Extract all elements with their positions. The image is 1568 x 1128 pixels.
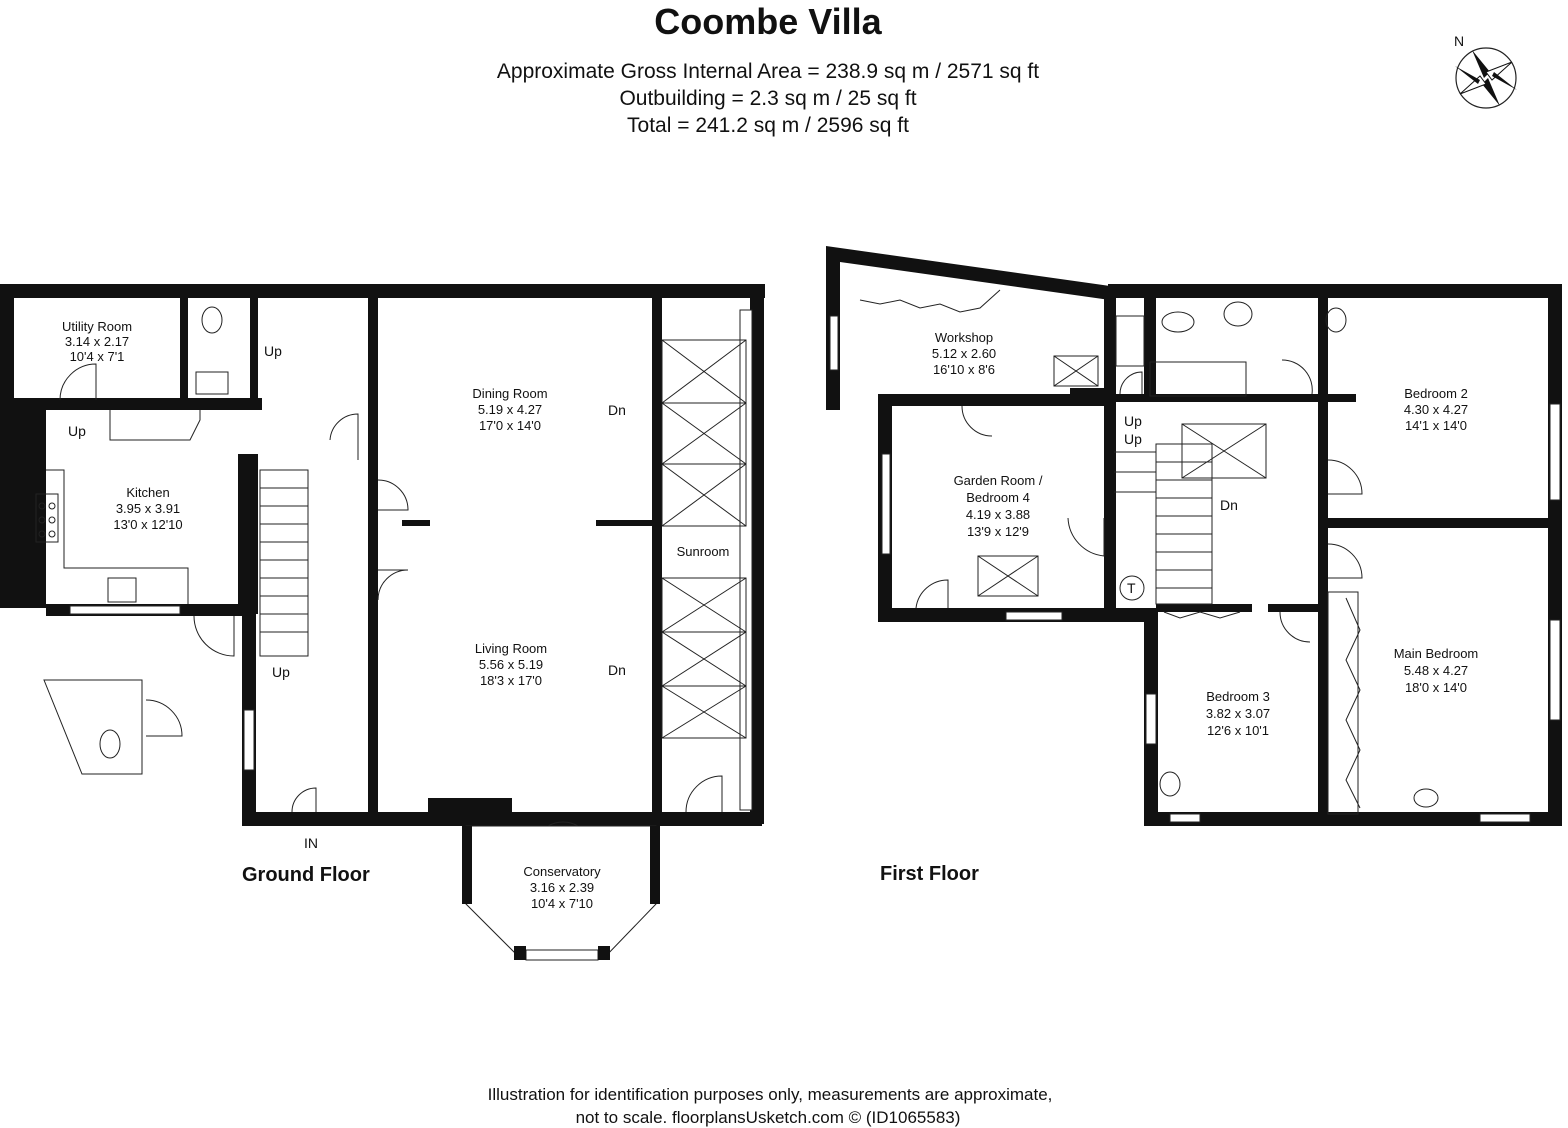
bedroom-2-imperial: 14'1 x 14'0 [1405,418,1467,433]
stair-up-label: Up [68,423,86,439]
living-room-imperial: 18'3 x 17'0 [480,673,542,688]
bedroom-2-metric: 4.30 x 4.27 [1404,402,1468,417]
stair-treads [260,487,308,633]
dining-room-metric: 5.19 x 4.27 [478,402,542,417]
conservatory-name: Conservatory [523,864,601,879]
workshop-imperial: 16'10 x 8'6 [933,362,995,377]
entrance-label: IN [304,835,318,851]
room-label-kitchen: Kitchen 3.95 x 3.91 13'0 x 12'10 [113,485,182,532]
step-down-label: Dn [608,662,626,678]
dining-room-imperial: 17'0 x 14'0 [479,418,541,433]
living-room-name: Living Room [475,641,547,656]
main-bedroom-name: Main Bedroom [1394,646,1479,661]
stair-down-label: Dn [1220,497,1238,513]
kitchen-metric: 3.95 x 3.91 [116,501,180,516]
outbuilding-area: Outbuilding = 2.3 sq m / 25 sq ft [619,87,916,110]
gross-internal-area: Approximate Gross Internal Area = 238.9 … [497,60,1039,83]
room-label-bedroom-3: Bedroom 3 3.82 x 3.07 12'6 x 10'1 [1206,689,1270,738]
bedroom-3-metric: 3.82 x 3.07 [1206,706,1270,721]
kitchen-imperial: 13'0 x 12'10 [113,517,182,532]
dining-room-name: Dining Room [472,386,547,401]
conservatory-metric: 3.16 x 2.39 [530,880,594,895]
utility-room-metric: 3.14 x 2.17 [65,334,129,349]
ground-floor-plan [0,284,765,961]
garden-room-name-line2: Bedroom 4 [966,490,1030,505]
room-label-workshop: Workshop 5.12 x 2.60 16'10 x 8'6 [932,330,996,377]
room-label-dining: Dining Room 5.19 x 4.27 17'0 x 14'0 [472,386,547,433]
room-label-garden-room: Garden Room / Bedroom 4 4.19 x 3.88 13'9… [954,473,1043,539]
first-floor-label: First Floor [880,863,979,885]
compass-rose-icon [1455,47,1517,109]
stair-up-label: Up [264,343,282,359]
stair-up-label: Up [1124,431,1142,447]
hot-water-tank-label: T [1127,580,1136,596]
bedroom-3-name: Bedroom 3 [1206,689,1270,704]
living-room-metric: 5.56 x 5.19 [479,657,543,672]
step-down-label: Dn [608,402,626,418]
utility-room-imperial: 10'4 x 7'1 [70,349,125,364]
kitchen-name: Kitchen [126,485,169,500]
disclaimer-line-1: Illustration for identification purposes… [488,1085,1053,1104]
room-label-conservatory: Conservatory 3.16 x 2.39 10'4 x 7'10 [523,864,601,911]
disclaimer-line-2: not to scale. floorplansUsketch.com © (I… [576,1108,961,1127]
first-floor-plan [826,246,1562,826]
room-label-main-bedroom: Main Bedroom 5.48 x 4.27 18'0 x 14'0 [1394,646,1479,695]
room-label-utility: Utility Room 3.14 x 2.17 10'4 x 7'1 [62,319,132,364]
main-bedroom-metric: 5.48 x 4.27 [1404,663,1468,678]
main-bedroom-imperial: 18'0 x 14'0 [1405,680,1467,695]
workshop-metric: 5.12 x 2.60 [932,346,996,361]
utility-room-name: Utility Room [62,319,132,334]
total-area: Total = 241.2 sq m / 2596 sq ft [627,114,909,137]
plan-title: Coombe Villa [654,1,882,42]
first-floor-stair-treads [1114,451,1212,589]
bedroom-3-imperial: 12'6 x 10'1 [1207,723,1269,738]
workshop-name: Workshop [935,330,993,345]
conservatory-imperial: 10'4 x 7'10 [531,896,593,911]
ground-floor-label: Ground Floor [242,864,370,886]
bedroom-2-name: Bedroom 2 [1404,386,1468,401]
room-label-bedroom-2: Bedroom 2 4.30 x 4.27 14'1 x 14'0 [1404,386,1468,433]
sunroom-name: Sunroom [677,544,730,559]
room-label-living: Living Room 5.56 x 5.19 18'3 x 17'0 [475,641,547,688]
garden-room-metric: 4.19 x 3.88 [966,507,1030,522]
garden-room-imperial: 13'9 x 12'9 [967,524,1029,539]
sunroom-glazing [661,339,747,739]
stair-up-label: Up [1124,413,1142,429]
garden-room-name-line1: Garden Room / [954,473,1043,488]
compass-north-label: N [1454,33,1464,49]
stair-up-label: Up [272,664,290,680]
